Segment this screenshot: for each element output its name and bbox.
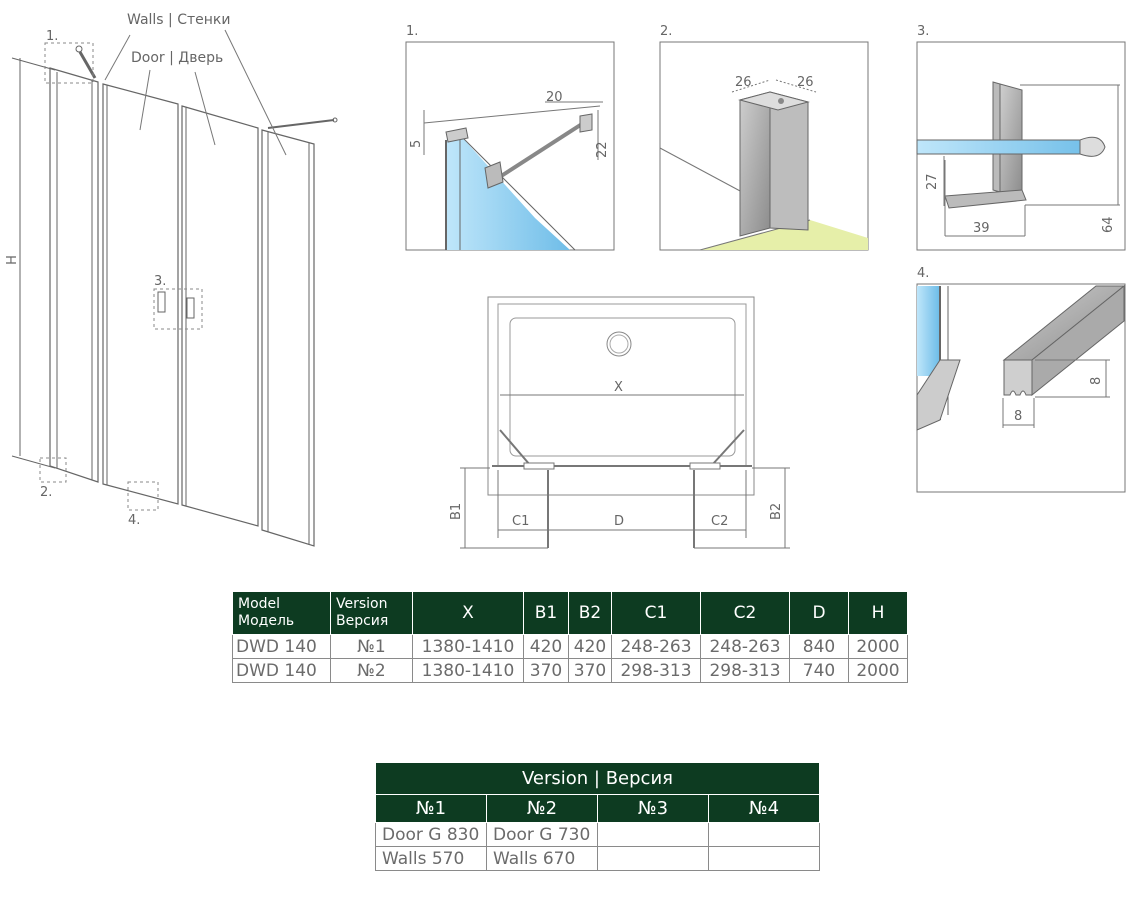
table-row: DWD 140 №2 1380-1410 370 370 298-313 298… [232,658,908,683]
cell-c1: 248-263 [611,634,701,659]
callout-4-label: 4. [128,513,140,528]
detail-4-dim-w: 8 [1014,409,1022,424]
header-c1: C1 [611,591,701,635]
plan-x-label: X [614,380,623,395]
plan-c2-label: C2 [711,514,728,529]
header-b1: B1 [523,591,569,635]
version-col-2: №2 [486,794,598,823]
spec-table: Model Модель Version Версия X B1 B2 C1 C… [232,591,908,683]
cell-b1: 420 [523,634,569,659]
plan-b1-label: B1 [449,503,464,520]
door-label: Door | Дверь [131,50,223,66]
version-table: Version | Версия №1 №2 №3 №4 Door G 830 … [375,762,820,871]
cell-b2: 370 [568,658,612,683]
cell-model: DWD 140 [232,634,331,659]
header-c2: C2 [700,591,790,635]
version-cell: Walls 670 [486,846,598,871]
technical-drawing: Walls | Стенки Door | Дверь H 1. 2. 3. 4… [5,12,1126,549]
cell-d: 840 [789,634,849,659]
header-d: D [789,591,849,635]
header-model-en: Model [238,596,281,612]
detail-4-box [916,283,1126,493]
version-col-1: №1 [375,794,487,823]
version-cell [708,846,820,871]
cell-x: 1380-1410 [412,634,524,659]
callout-2-label: 2. [40,485,52,500]
cell-c2: 248-263 [700,634,790,659]
cell-b1: 370 [523,658,569,683]
detail-2-dim-b: 26 [797,75,814,90]
detail-1-dim-22: 22 [595,141,610,158]
cell-version: №1 [330,634,413,659]
cell-h: 2000 [848,634,908,659]
detail-4-number: 4. [917,266,929,281]
header-model: Model Модель [232,591,331,635]
header-b2: B2 [568,591,612,635]
header-x: X [412,591,524,635]
detail-1-dim-20: 20 [546,90,563,105]
callout-3-label: 3. [154,274,166,289]
walls-label: Walls | Стенки [127,12,230,28]
detail-4-dim-h: 8 [1089,377,1104,385]
header-version-en: Version [336,596,388,612]
version-col-4: №4 [708,794,820,823]
cell-c2: 298-313 [700,658,790,683]
cell-x: 1380-1410 [412,658,524,683]
cell-version: №2 [330,658,413,683]
cell-b2: 420 [568,634,612,659]
cell-model: DWD 140 [232,658,331,683]
cell-h: 2000 [848,658,908,683]
table-row: Door G 830 Door G 730 [375,822,820,847]
enclosure-view [11,29,338,547]
version-cell: Walls 570 [375,846,487,871]
table-row: DWD 140 №1 1380-1410 420 420 248-263 248… [232,634,908,659]
detail-3-number: 3. [917,24,929,39]
detail-2-box [659,41,869,251]
detail-3-dim-64: 64 [1101,216,1116,233]
detail-1-dim-5: 5 [409,140,424,148]
header-model-ru: Модель [238,613,295,629]
plan-d-label: D [614,514,624,529]
header-version: Version Версия [330,591,413,635]
version-table-title: Version | Версия [375,762,820,795]
callout-1-label: 1. [46,29,58,44]
detail-2-dim-a: 26 [735,75,752,90]
detail-3-dim-27: 27 [925,173,940,190]
detail-2-number: 2. [660,24,672,39]
detail-1-number: 1. [406,24,418,39]
table-row: Walls 570 Walls 670 [375,846,820,871]
version-cell [597,822,709,847]
detail-1-box [405,41,615,251]
version-cell [597,846,709,871]
detail-3-box [916,41,1126,251]
plan-view [460,296,790,549]
spec-table-header: Model Модель Version Версия X B1 B2 C1 C… [232,591,908,635]
detail-3-dim-39: 39 [973,221,990,236]
plan-c1-label: C1 [512,514,529,529]
plan-b2-label: B2 [769,503,784,520]
version-cell: Door G 830 [375,822,487,847]
header-version-ru: Версия [336,613,389,629]
height-label: H [5,255,20,265]
header-h: H [848,591,908,635]
cell-d: 740 [789,658,849,683]
cell-c1: 298-313 [611,658,701,683]
version-cell [708,822,820,847]
version-col-3: №3 [597,794,709,823]
version-cell: Door G 730 [486,822,598,847]
